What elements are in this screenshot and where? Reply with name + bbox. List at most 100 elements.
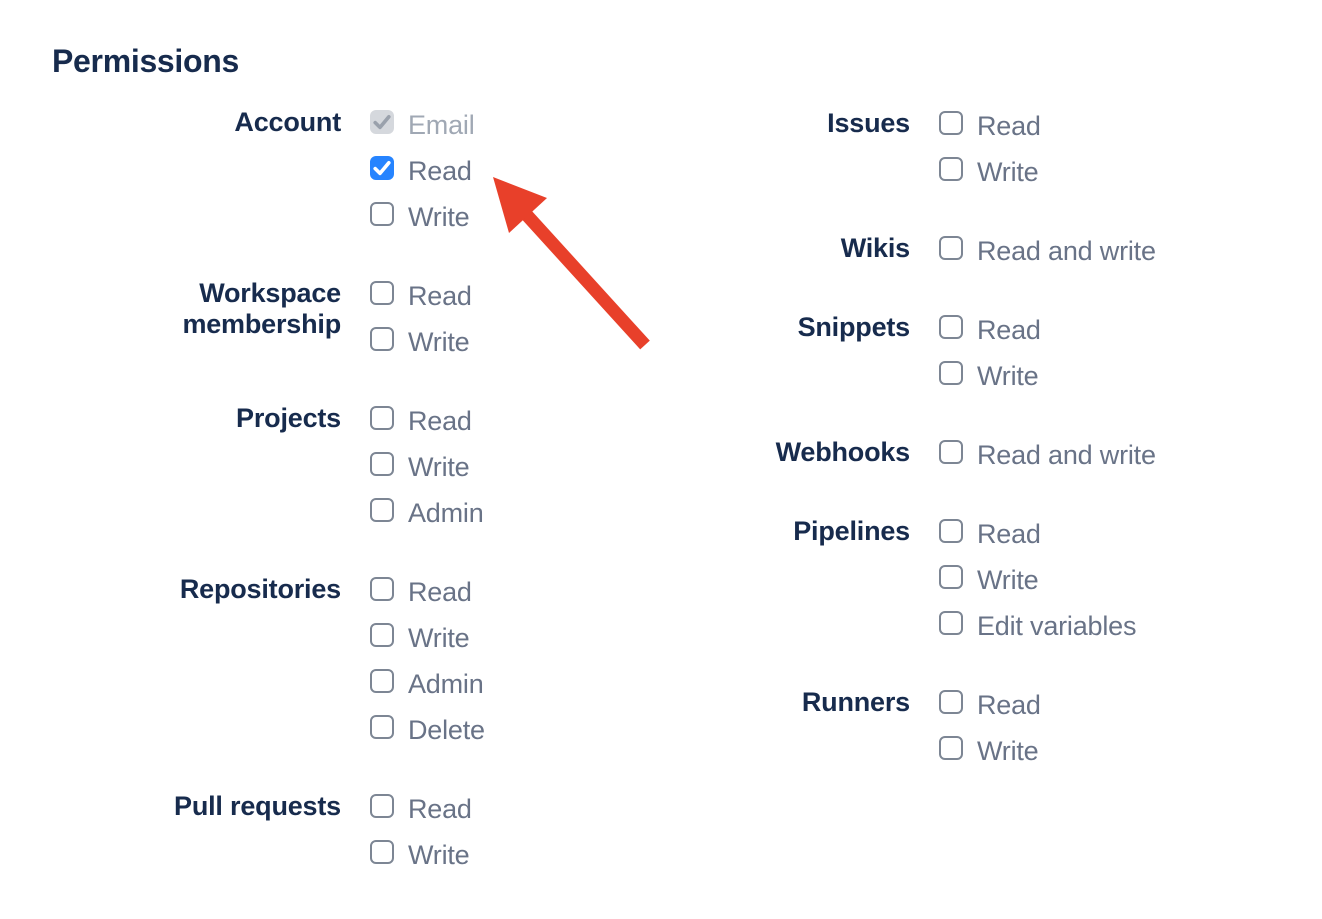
- option-label-runners-write[interactable]: Write: [977, 736, 1039, 766]
- option-label-projects-write[interactable]: Write: [408, 452, 470, 482]
- option-label-wikis-read-and-write[interactable]: Read and write: [977, 236, 1156, 266]
- option-label-workspace-membership-write[interactable]: Write: [408, 327, 470, 357]
- option-label-repositories-admin[interactable]: Admin: [408, 669, 484, 699]
- option-label-repositories-delete[interactable]: Delete: [408, 715, 485, 745]
- option-label-repositories-read[interactable]: Read: [408, 577, 472, 607]
- option-row-repositories-delete[interactable]: Delete: [370, 715, 485, 745]
- option-row-repositories-read[interactable]: Read: [370, 577, 485, 607]
- option-row-projects-write[interactable]: Write: [370, 452, 484, 482]
- option-label-projects-read[interactable]: Read: [408, 406, 472, 436]
- section-label-wikis: Wikis: [840, 233, 910, 263]
- checkbox-projects-admin[interactable]: [370, 498, 394, 522]
- checkbox-runners-read[interactable]: [939, 690, 963, 714]
- option-row-projects-read[interactable]: Read: [370, 406, 484, 436]
- option-row-account-write[interactable]: Write: [370, 202, 475, 232]
- option-row-workspace-membership-write[interactable]: Write: [370, 327, 472, 357]
- option-label-workspace-membership-read[interactable]: Read: [408, 281, 472, 311]
- option-label-runners-read[interactable]: Read: [977, 690, 1041, 720]
- checkbox-workspace-membership-read[interactable]: [370, 281, 394, 305]
- checkbox-account-read[interactable]: [370, 156, 394, 180]
- option-row-snippets-read[interactable]: Read: [939, 315, 1041, 345]
- checkbox-pipelines-read[interactable]: [939, 519, 963, 543]
- option-row-issues-read[interactable]: Read: [939, 111, 1041, 141]
- option-row-wikis-read-and-write[interactable]: Read and write: [939, 236, 1156, 266]
- option-label-issues-read[interactable]: Read: [977, 111, 1041, 141]
- section-label-webhooks: Webhooks: [775, 437, 911, 467]
- option-label-account-write[interactable]: Write: [408, 202, 470, 232]
- section-label-pipelines: Pipelines: [793, 516, 910, 546]
- option-row-pipelines-read[interactable]: Read: [939, 519, 1136, 549]
- option-row-runners-read[interactable]: Read: [939, 690, 1041, 720]
- checkbox-account-write[interactable]: [370, 202, 394, 226]
- checkmark-icon: [373, 161, 391, 176]
- checkbox-repositories-read[interactable]: [370, 577, 394, 601]
- option-label-projects-admin[interactable]: Admin: [408, 498, 484, 528]
- checkbox-projects-read[interactable]: [370, 406, 394, 430]
- option-label-snippets-read[interactable]: Read: [977, 315, 1041, 345]
- option-row-account-read[interactable]: Read: [370, 156, 475, 186]
- checkbox-repositories-delete[interactable]: [370, 715, 394, 739]
- option-row-repositories-write[interactable]: Write: [370, 623, 485, 653]
- option-row-projects-admin[interactable]: Admin: [370, 498, 484, 528]
- option-label-pipelines-read[interactable]: Read: [977, 519, 1041, 549]
- option-row-webhooks-read-and-write[interactable]: Read and write: [939, 440, 1156, 470]
- option-label-snippets-write[interactable]: Write: [977, 361, 1039, 391]
- option-label-pull-requests-write[interactable]: Write: [408, 840, 470, 870]
- checkbox-issues-write[interactable]: [939, 157, 963, 181]
- checkbox-list: Read and write: [939, 440, 1156, 470]
- option-label-pipelines-write[interactable]: Write: [977, 565, 1039, 595]
- permission-section-webhooks: Webhooks Read and write: [740, 437, 1156, 470]
- checkbox-issues-read[interactable]: [939, 111, 963, 135]
- option-label-pipelines-edit-variables[interactable]: Edit variables: [977, 611, 1137, 641]
- checkbox-pipelines-write[interactable]: [939, 565, 963, 589]
- option-label-issues-write[interactable]: Write: [977, 157, 1039, 187]
- checkmark-icon: [373, 115, 391, 130]
- option-label-webhooks-read-and-write[interactable]: Read and write: [977, 440, 1156, 470]
- checkbox-snippets-write[interactable]: [939, 361, 963, 385]
- option-row-issues-write[interactable]: Write: [939, 157, 1041, 187]
- option-row-pipelines-write[interactable]: Write: [939, 565, 1136, 595]
- option-row-pipelines-edit-variables[interactable]: Edit variables: [939, 611, 1137, 641]
- section-label-pull-requests: Pull requests: [174, 791, 341, 821]
- option-row-pull-requests-read[interactable]: Read: [370, 794, 472, 824]
- section-label-account: Account: [234, 107, 341, 137]
- checkbox-projects-write[interactable]: [370, 452, 394, 476]
- section-label-issues: Issues: [827, 108, 910, 138]
- checkbox-repositories-admin[interactable]: [370, 669, 394, 693]
- option-row-runners-write[interactable]: Write: [939, 736, 1041, 766]
- checkbox-wikis-read-and-write[interactable]: [939, 236, 963, 260]
- checkbox-webhooks-read-and-write[interactable]: [939, 440, 963, 464]
- checkbox-account-email: [370, 110, 394, 134]
- permission-section-wikis: Wikis Read and write: [740, 233, 1156, 266]
- option-label-account-email: Email: [408, 110, 475, 140]
- section-label-snippets: Snippets: [797, 312, 911, 342]
- page-title: Permissions: [52, 43, 240, 79]
- checkbox-pipelines-edit-variables[interactable]: [939, 611, 963, 635]
- checkbox-workspace-membership-write[interactable]: [370, 327, 394, 351]
- option-row-workspace-membership-read[interactable]: Read: [370, 281, 472, 311]
- option-label-pull-requests-read[interactable]: Read: [408, 794, 472, 824]
- checkbox-snippets-read[interactable]: [939, 315, 963, 339]
- checkbox-runners-write[interactable]: [939, 736, 963, 760]
- option-label-account-read[interactable]: Read: [408, 156, 472, 186]
- option-label-repositories-write[interactable]: Write: [408, 623, 470, 653]
- checkbox-pull-requests-read[interactable]: [370, 794, 394, 818]
- checkbox-repositories-write[interactable]: [370, 623, 394, 647]
- option-row-repositories-admin[interactable]: Admin: [370, 669, 485, 699]
- section-label-repositories: Repositories: [179, 574, 341, 604]
- option-row-snippets-write[interactable]: Write: [939, 361, 1041, 391]
- option-row-pull-requests-write[interactable]: Write: [370, 840, 472, 870]
